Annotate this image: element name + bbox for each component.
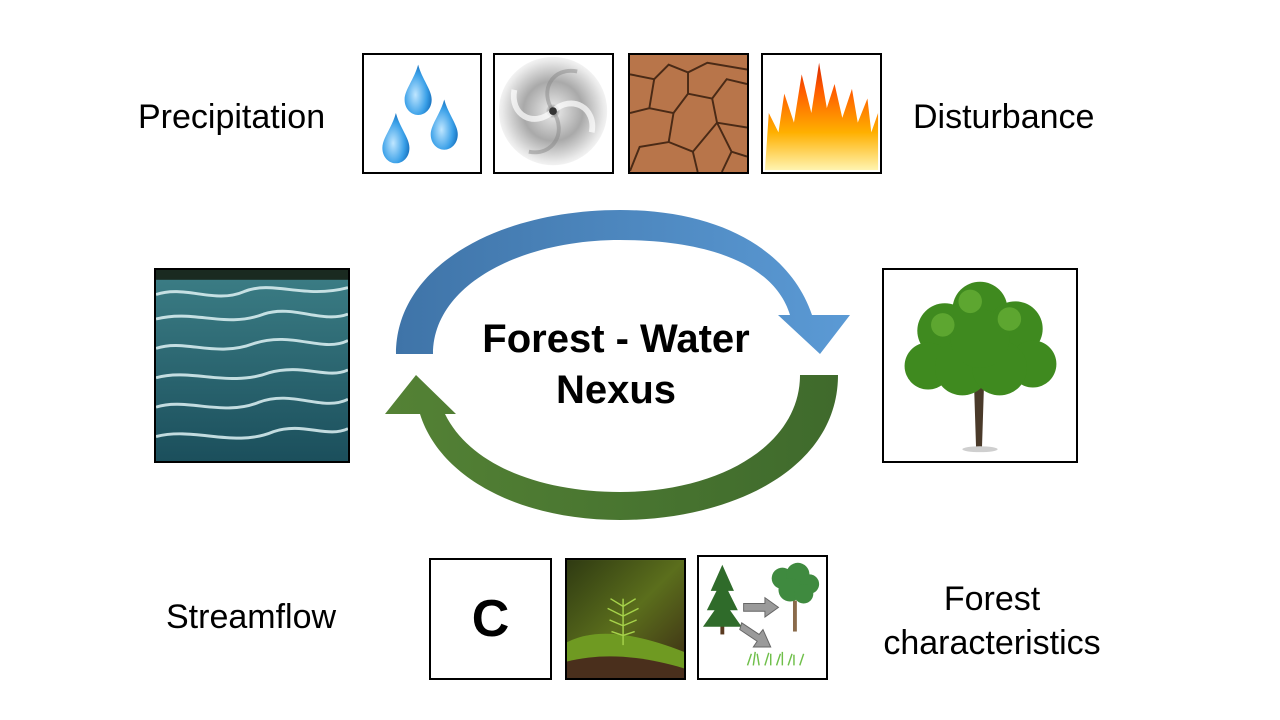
carbon-icon: C: [429, 558, 552, 680]
forest-label-line1: Forest: [943, 580, 1041, 618]
river-rapids-icon: [154, 268, 350, 463]
streamflow-label: Streamflow: [166, 598, 337, 636]
carbon-symbol: C: [471, 590, 510, 648]
tree-icon: [882, 268, 1078, 463]
hurricane-icon: [493, 53, 614, 174]
seedling-icon: [565, 558, 686, 680]
disturbance-label: Disturbance: [913, 98, 1095, 136]
fire-icon: [761, 53, 882, 174]
title-line1: Forest - Water: [482, 317, 750, 361]
forest-succession-icon: [697, 555, 828, 680]
forest-label-line2: characteristics: [883, 624, 1101, 662]
cracked-soil-icon: [628, 53, 749, 174]
title-line2: Nexus: [555, 368, 677, 412]
blue-arrow: [396, 210, 850, 354]
water-drops-icon: [362, 53, 482, 174]
precipitation-label: Precipitation: [138, 98, 326, 136]
diagram-title: Forest - Water Nexus: [440, 314, 792, 416]
green-arrow: [385, 375, 838, 520]
forest-characteristics-label: Forest characteristics: [874, 577, 1110, 665]
